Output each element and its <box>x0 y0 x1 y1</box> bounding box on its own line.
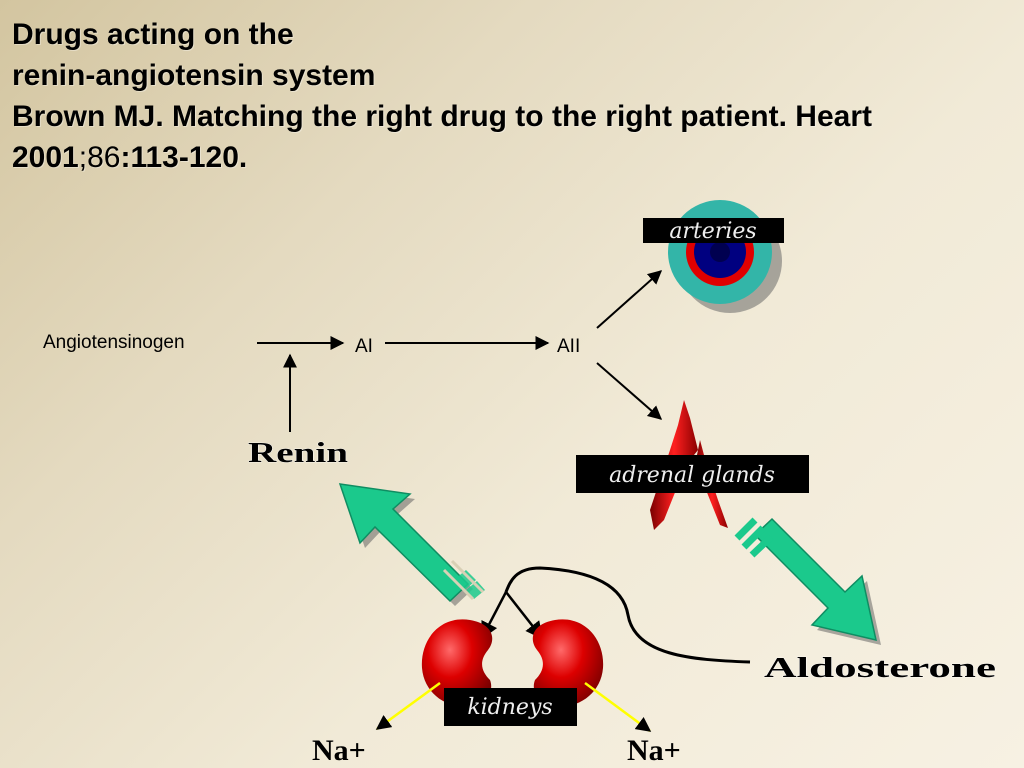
aldosterone-label: Aldosterone <box>764 653 996 684</box>
sodium-arrow-right <box>584 681 652 733</box>
arteries-icon <box>668 200 782 313</box>
arrow-aii-to-adrenal <box>596 362 663 420</box>
title-line-2: renin-angiotensin system <box>12 59 376 92</box>
kidneys-label: kidneys <box>467 695 552 720</box>
citation-volume: 86 <box>87 141 121 174</box>
title-line-1: Drugs acting on the <box>12 18 294 51</box>
sodium-label-right: Na+ <box>627 734 681 767</box>
ai-label: AI <box>355 336 373 357</box>
adrenal-glands-label: adrenal glands <box>609 463 775 488</box>
adrenal-to-aldosterone-arrow <box>734 517 881 645</box>
title-line-4: 2001;86:113-120. <box>12 137 1012 178</box>
renin-label: Renin <box>248 438 349 469</box>
citation-separator: ; <box>78 141 88 174</box>
aii-label: AII <box>557 336 580 357</box>
arteries-tag: arteries <box>643 218 784 244</box>
aldosterone-feedback-curve <box>504 566 751 664</box>
title-line-3: Brown MJ. Matching the right drug to the… <box>12 100 872 133</box>
adrenal-glands-tag: adrenal glands <box>576 455 809 493</box>
angiotensinogen-label: Angiotensinogen <box>43 332 185 353</box>
kidneys-to-renin-arrow <box>338 483 485 606</box>
arrow-aii-to-arteries <box>596 270 663 329</box>
sodium-arrow-left <box>375 681 441 731</box>
citation-pages: :113-120. <box>120 141 248 174</box>
slide-title: Drugs acting on the renin-angiotensin sy… <box>12 14 1012 178</box>
sodium-label-left: Na+ <box>312 734 366 767</box>
kidneys-tag: kidneys <box>444 688 577 726</box>
arteries-label: arteries <box>669 219 756 244</box>
citation-year: 2001 <box>12 141 79 174</box>
